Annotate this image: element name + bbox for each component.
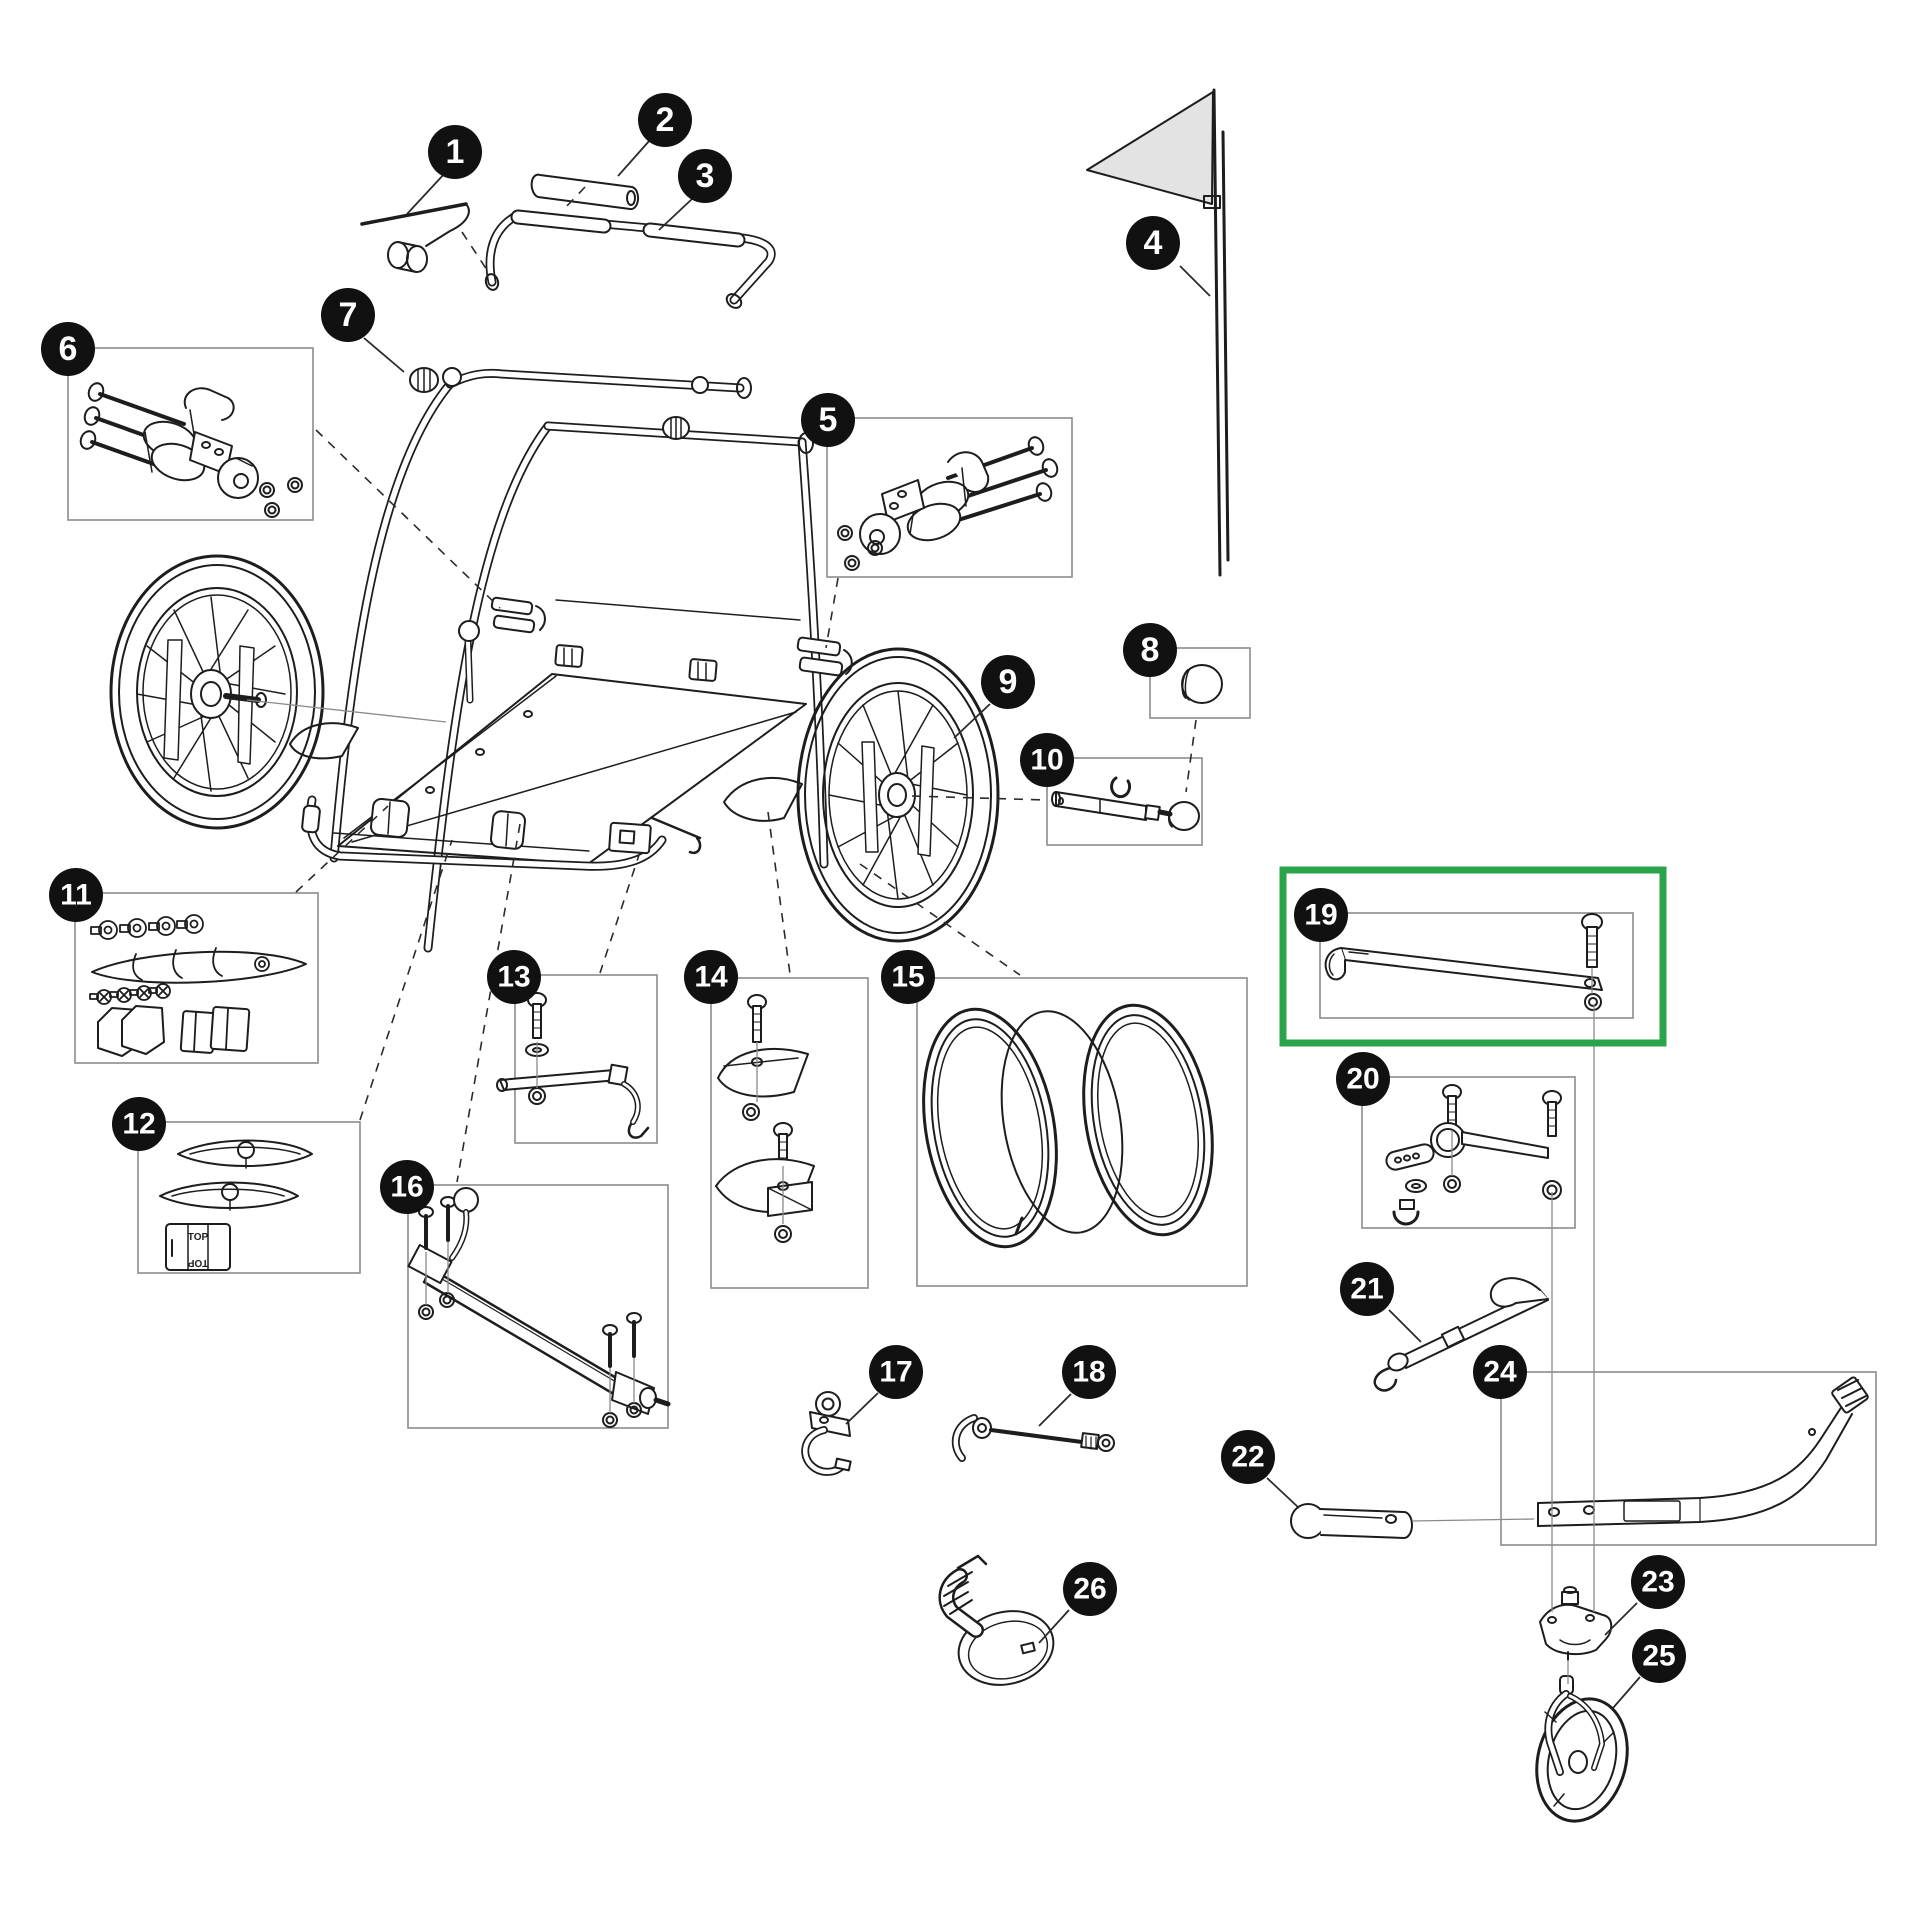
svg-text:8: 8 <box>1141 631 1160 669</box>
part-8-hub-cap <box>1181 664 1223 704</box>
svg-text:4: 4 <box>1144 224 1163 262</box>
selected-part-highlight <box>1279 866 1667 1047</box>
svg-text:25: 25 <box>1642 1640 1675 1673</box>
svg-text:23: 23 <box>1641 1566 1674 1599</box>
part-box-14[interactable] <box>710 977 869 1289</box>
svg-text:15: 15 <box>891 961 924 994</box>
part-badge-10[interactable]: 10 <box>1020 733 1074 787</box>
dashed-connectors <box>295 186 1197 1183</box>
svg-text:24: 24 <box>1483 1356 1517 1389</box>
part-badge-7[interactable]: 7 <box>321 288 375 342</box>
flag-triangle <box>1086 91 1214 205</box>
part-9-wheel <box>796 647 1000 943</box>
svg-text:12: 12 <box>122 1108 155 1141</box>
svg-text:17: 17 <box>879 1356 912 1389</box>
part-badge-11[interactable]: 11 <box>49 868 103 922</box>
part-badge-13[interactable]: 13 <box>487 950 541 1004</box>
part-badge-1[interactable]: 1 <box>428 125 482 179</box>
part-10-axle <box>1051 776 1200 831</box>
part-21-safety-strap <box>1373 1277 1549 1392</box>
part-badge-4[interactable]: 4 <box>1126 216 1180 270</box>
part-badge-17[interactable]: 17 <box>869 1345 923 1399</box>
part-4-safety-flag <box>1086 88 1230 577</box>
svg-text:11: 11 <box>60 879 92 912</box>
svg-text:18: 18 <box>1072 1356 1105 1389</box>
svg-text:3: 3 <box>696 157 715 195</box>
part-badge-3[interactable]: 3 <box>678 149 732 203</box>
svg-text:14: 14 <box>694 961 728 994</box>
svg-text:22: 22 <box>1231 1441 1264 1474</box>
part-box-24[interactable] <box>1500 1371 1877 1546</box>
part-badge-19[interactable]: 19 <box>1294 888 1348 942</box>
svg-text:21: 21 <box>1350 1273 1383 1306</box>
part-23-caster-mount <box>1539 1586 1613 1661</box>
svg-text:16: 16 <box>390 1171 423 1204</box>
part-badge-26[interactable]: 26 <box>1063 1562 1117 1616</box>
part-26-strap-lock <box>938 1554 1055 1686</box>
part-badge-6[interactable]: 6 <box>41 322 95 376</box>
svg-text:7: 7 <box>339 296 358 334</box>
part-badge-15[interactable]: 15 <box>881 950 935 1004</box>
part-badge-23[interactable]: 23 <box>1631 1555 1685 1609</box>
svg-text:5: 5 <box>819 401 838 439</box>
svg-text:20: 20 <box>1346 1063 1379 1096</box>
part-badge-21[interactable]: 21 <box>1340 1262 1394 1316</box>
svg-text:1: 1 <box>446 133 465 171</box>
part-badge-24[interactable]: 24 <box>1473 1345 1527 1399</box>
part-2-grip-tube <box>530 173 640 211</box>
part-badge-22[interactable]: 22 <box>1221 1430 1275 1484</box>
part-badge-5[interactable]: 5 <box>801 393 855 447</box>
fin-right <box>723 777 803 822</box>
fin-left <box>289 722 359 760</box>
part-badge-12[interactable]: 12 <box>112 1097 166 1151</box>
svg-text:19: 19 <box>1304 899 1337 932</box>
frame-knob-left <box>409 367 462 393</box>
part-badge-8[interactable]: 8 <box>1123 623 1177 677</box>
leader-lines <box>363 139 1641 1709</box>
svg-text:10: 10 <box>1030 744 1063 777</box>
part-19-bracket-strap <box>1324 913 1603 1011</box>
part-14-wheel-guard-kit <box>715 994 815 1243</box>
part-badge-18[interactable]: 18 <box>1062 1345 1116 1399</box>
part-3-handlebar <box>484 209 776 309</box>
part-badge-2[interactable]: 2 <box>638 93 692 147</box>
part-12-trim-kit <box>159 1139 313 1271</box>
part-badge-20[interactable]: 20 <box>1336 1052 1390 1106</box>
left-wheel <box>109 554 325 830</box>
svg-text:6: 6 <box>59 330 78 368</box>
part-22-hitch-arm-sleeve <box>1290 1503 1413 1539</box>
part-16-axle-beam-assembly <box>407 1187 671 1428</box>
part-24-tow-bar <box>1537 1376 1869 1527</box>
part-badge-25[interactable]: 25 <box>1632 1629 1686 1683</box>
frame-clamp-left <box>490 596 546 634</box>
part-25-caster-wheel <box>1535 1675 1629 1823</box>
part-1-retainer-pin <box>360 202 470 273</box>
svg-text:9: 9 <box>999 663 1018 701</box>
alignment-lines <box>246 699 1595 1684</box>
part-17-hitch-bracket <box>801 1391 852 1476</box>
part-badge-14[interactable]: 14 <box>684 950 738 1004</box>
svg-text:2: 2 <box>656 101 675 139</box>
part-5-axle-mount-kit <box>837 436 1059 571</box>
part-badge-9[interactable]: 9 <box>981 655 1035 709</box>
plate-top-label: TOP <box>188 1232 209 1243</box>
part-6-axle-mount-kit <box>79 382 303 518</box>
frame-clamp-right <box>796 636 853 677</box>
plate-top-label-reversed: TOP <box>187 1257 208 1268</box>
part-20-linkage-kit <box>1385 1084 1562 1226</box>
svg-text:13: 13 <box>497 961 530 994</box>
frame-knob-right <box>662 376 709 440</box>
part-11-fastener-pad-kit <box>89 914 307 1057</box>
svg-text:26: 26 <box>1073 1573 1106 1606</box>
part-15-tire-tube-set <box>922 1003 1214 1249</box>
part-badge-16[interactable]: 16 <box>380 1160 434 1214</box>
part-18-quick-release-skewer <box>951 1414 1115 1462</box>
trailer-frame <box>289 367 853 953</box>
